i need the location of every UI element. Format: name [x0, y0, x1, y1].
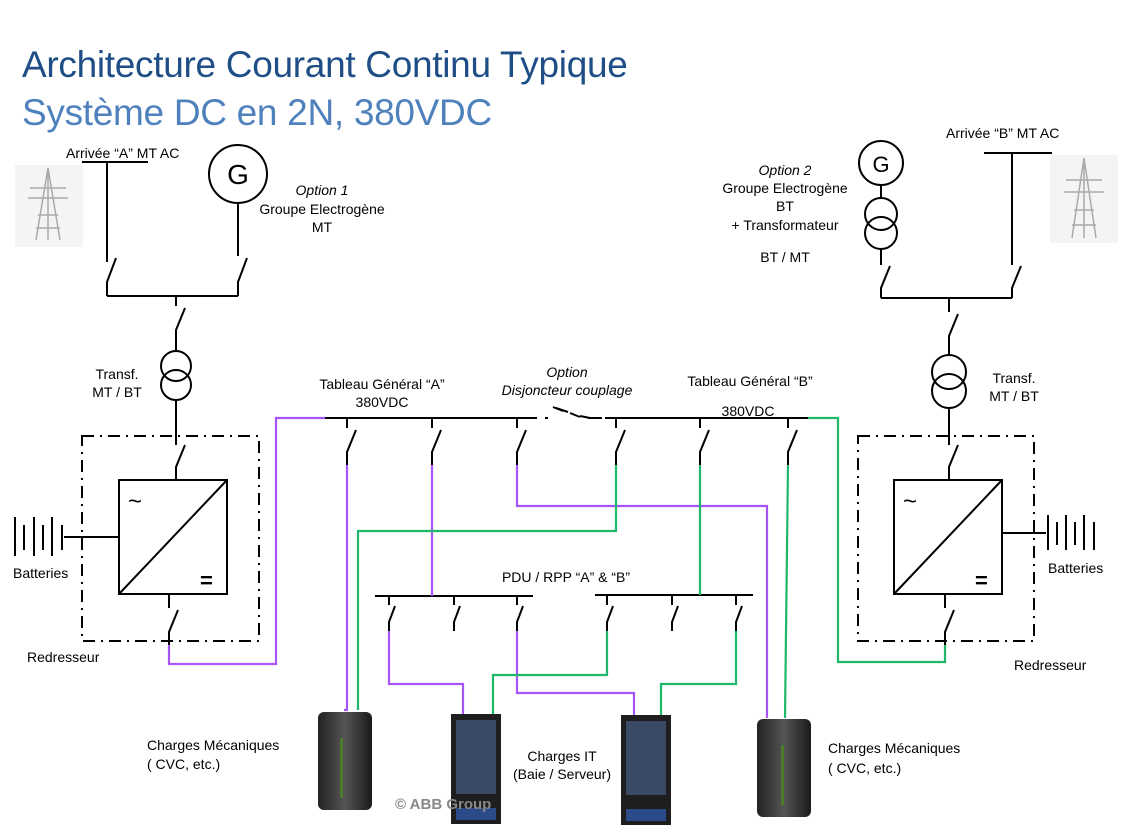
feed-a-ac-side — [14, 144, 268, 645]
transf-right-label-2: MT / BT — [989, 388, 1039, 404]
batteries-right-label: Batteries — [1048, 560, 1103, 576]
arrivee-a-label: Arrivée “A” MT AC — [66, 145, 179, 161]
arrivee-b-label: Arrivée “B” MT AC — [946, 125, 1059, 141]
option2-line3: + Transformateur — [732, 217, 839, 233]
rectifier-right-label: Redresseur — [1014, 657, 1087, 673]
it-rack-left-icon — [451, 714, 501, 824]
tableau-a-voltage: 380VDC — [356, 394, 409, 410]
batteries-left-label: Batteries — [13, 565, 68, 581]
option2-line2: BT — [776, 198, 794, 214]
ac-symbol-left: ~ — [128, 488, 142, 515]
feed-a-wiring — [167, 416, 769, 718]
generator-right-symbol: G — [872, 152, 889, 177]
rectifier-left-enclosure — [81, 435, 260, 642]
tableau-general-buses — [325, 406, 808, 465]
pdu-buses — [375, 594, 753, 631]
option1-title: Option 1 — [296, 182, 349, 198]
mech-left-label-1: Charges Mécaniques — [147, 737, 279, 753]
tableau-b-voltage: 380VDC — [722, 403, 775, 419]
transformer-right-icon — [931, 354, 967, 390]
dc-symbol-right: = — [975, 568, 988, 593]
page-title: Architecture Courant Continu Typique — [22, 44, 628, 85]
mech-left-label-2: ( CVC, etc.) — [147, 756, 220, 772]
coupling-breaker-icon — [545, 406, 598, 419]
tableau-b-label: Tableau Général “B” — [687, 373, 813, 389]
transf-left-label-1: Transf. — [95, 366, 138, 382]
dc-symbol-left: = — [200, 568, 213, 593]
transf-left-label-2: MT / BT — [92, 384, 142, 400]
it-label-2: (Baie / Serveur) — [513, 766, 611, 782]
transf-right-label-1: Transf. — [992, 370, 1035, 386]
it-rack-right-icon — [621, 715, 671, 825]
mech-right-label-2: ( CVC, etc.) — [828, 760, 901, 776]
option2-title: Option 2 — [759, 162, 812, 178]
option2-line4: BT / MT — [760, 249, 810, 265]
coupling-option-label: Disjoncteur couplage — [502, 382, 633, 398]
pylon-right-icon — [1050, 155, 1118, 243]
mech-right-label-1: Charges Mécaniques — [828, 740, 960, 756]
copyright-label: © ABB Group — [395, 796, 491, 813]
pdu-label: PDU / RPP “A” & “B” — [502, 569, 630, 585]
feed-b-wiring — [356, 416, 947, 719]
option2-line1: Groupe Electrogène — [722, 180, 848, 196]
ac-symbol-right: ~ — [903, 488, 917, 515]
pylon-left-icon — [15, 165, 83, 247]
tableau-a-label: Tableau Général “A” — [319, 376, 445, 392]
battery-left-icon — [14, 517, 63, 556]
rectifier-right-icon — [893, 479, 1003, 595]
it-label-1: Charges IT — [527, 748, 597, 764]
battery-right-icon — [1047, 515, 1095, 550]
feed-b-ac-side — [857, 140, 1095, 645]
mech-load-left-icon — [318, 712, 372, 810]
rectifier-left-label: Redresseur — [27, 649, 100, 665]
transformer-gen-right-icon — [864, 197, 898, 231]
generator-left-symbol: G — [227, 159, 249, 190]
option1-line2: MT — [312, 219, 333, 235]
coupling-option-title: Option — [546, 364, 587, 380]
transformer-left-icon — [160, 350, 192, 382]
page-subtitle: Système DC en 2N, 380VDC — [22, 92, 492, 133]
option1-line1: Groupe Electrogène — [259, 201, 385, 217]
mech-load-right-icon — [757, 719, 811, 817]
